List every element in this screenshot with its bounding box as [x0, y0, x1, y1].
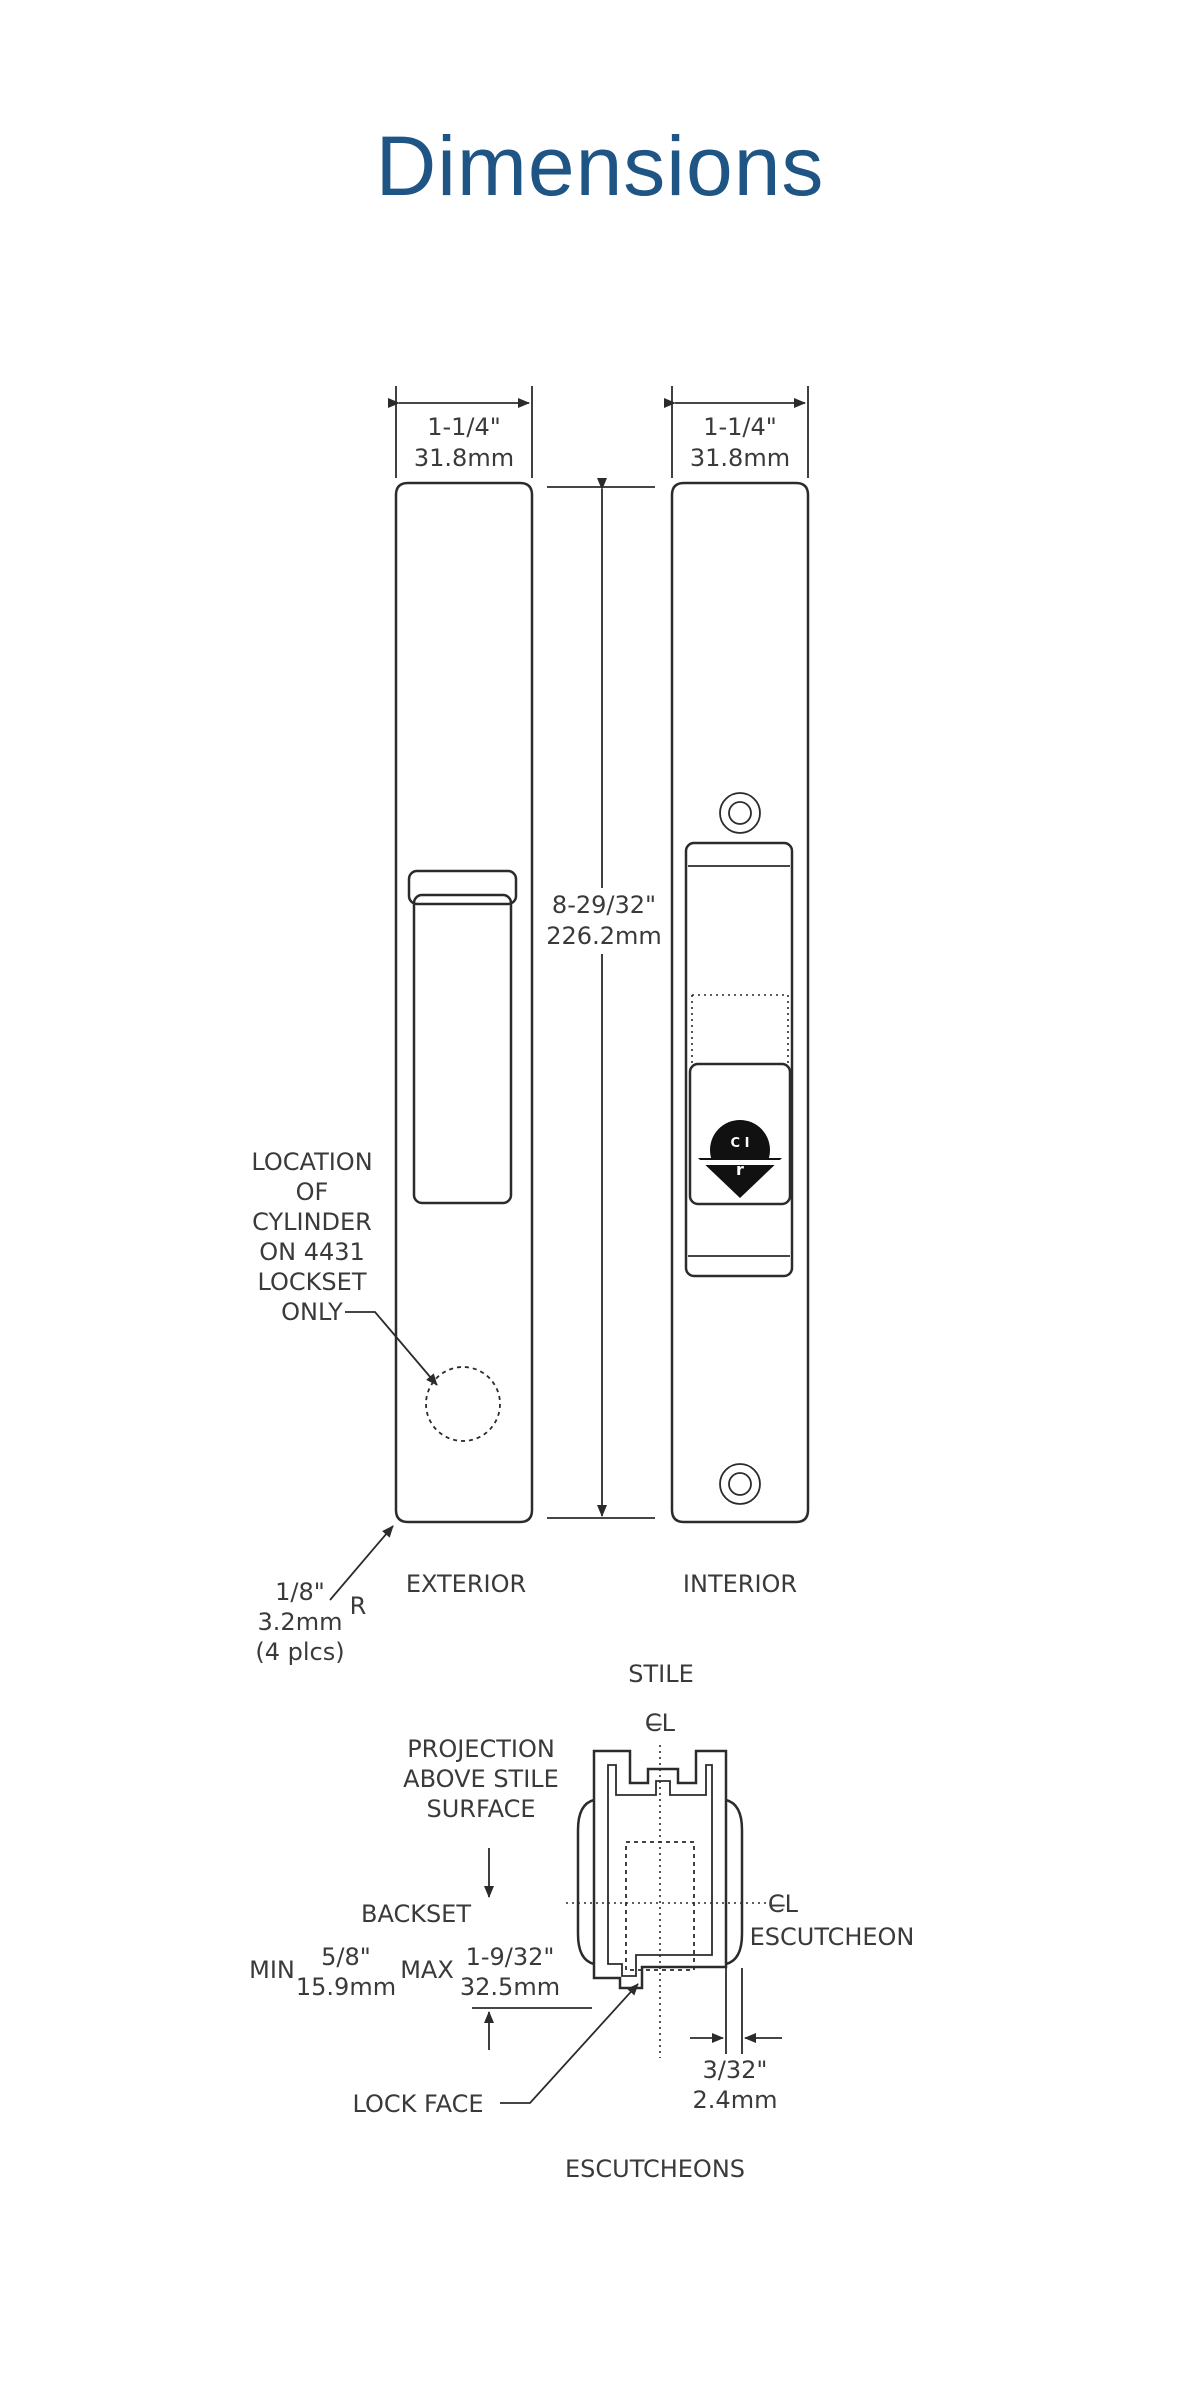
backset-label: BACKSET: [361, 1900, 471, 1928]
radius-r: R: [350, 1592, 367, 1620]
cylinder-note-line-4: ON 4431: [259, 1238, 365, 1266]
latch-lever: [688, 1062, 792, 1206]
height-mm: 226.2mm: [546, 922, 661, 950]
cylinder-location-circle: [425, 1366, 501, 1442]
exterior-width-dimension: 1-1/4" 31.8mm: [388, 386, 533, 478]
escutcheon-section: STILE C̶L C̶L ESCUTCHEON PROJECTION ABOV…: [249, 1660, 914, 2183]
exterior-width-inch: 1-1/4": [427, 413, 501, 441]
bottom-screw: [719, 1463, 761, 1505]
exterior-plate: [394, 481, 534, 1524]
backset-min-inch: 5/8": [321, 1943, 371, 1971]
cylinder-note-line-5: LOCKSET: [258, 1268, 367, 1296]
interior-handle: [684, 841, 794, 1278]
exterior-handle-recess: [412, 893, 513, 1205]
radius-inch: 1/8": [275, 1578, 325, 1606]
backset-min-label: MIN: [249, 1956, 295, 1984]
svg-text:r: r: [736, 1160, 744, 1179]
interior-width-dimension: 1-1/4" 31.8mm: [664, 386, 809, 478]
cylinder-note-line-2: OF: [296, 1178, 329, 1206]
radius-places: (4 plcs): [255, 1638, 344, 1666]
cylinder-note-line-6: ONLY: [281, 1298, 343, 1326]
exterior-width-mm: 31.8mm: [414, 444, 514, 472]
backset-max-mm: 32.5mm: [460, 1973, 560, 2001]
stile-label: STILE: [628, 1660, 694, 1688]
interior-width-mm: 31.8mm: [690, 444, 790, 472]
exterior-label: EXTERIOR: [406, 1570, 526, 1598]
gap-inch: 3/32": [703, 2056, 768, 2084]
interior-plate: C I r: [670, 481, 810, 1524]
projection-line-3: SURFACE: [427, 1795, 536, 1823]
escutcheons-caption: ESCUTCHEONS: [565, 2155, 745, 2183]
page-title: Dimensions: [375, 119, 825, 213]
backset-max-label: MAX: [400, 1956, 454, 1984]
cylinder-callout: LOCATION OF CYLINDER ON 4431 LOCKSET ONL…: [251, 1148, 438, 1386]
cylinder-note-line-3: CYLINDER: [252, 1208, 372, 1236]
cylinder-note-line-1: LOCATION: [251, 1148, 372, 1176]
radius-callout: 1/8" 3.2mm (4 plcs) R: [255, 1525, 394, 1666]
interior-width-inch: 1-1/4": [703, 413, 777, 441]
radius-mm: 3.2mm: [258, 1608, 343, 1636]
height-dimension: 8-29/32" 226.2mm: [540, 478, 665, 1519]
svg-text:C I: C I: [731, 1136, 750, 1151]
projection-line-2: ABOVE STILE: [403, 1765, 559, 1793]
projection-line-1: PROJECTION: [407, 1735, 555, 1763]
gap-mm: 2.4mm: [693, 2086, 778, 2114]
backset-min-mm: 15.9mm: [296, 1973, 396, 2001]
escutcheon-label: ESCUTCHEON: [750, 1923, 915, 1951]
escutcheon-left: [576, 1798, 595, 1966]
stile-centerline-symbol: C̶L: [645, 1709, 676, 1737]
escutcheon-centerline-symbol: C̶L: [768, 1890, 799, 1918]
height-inch: 8-29/32": [552, 891, 656, 919]
logo-icon: C I r: [698, 1120, 782, 1198]
top-screw: [719, 792, 761, 834]
interior-label: INTERIOR: [683, 1570, 797, 1598]
backset-max-inch: 1-9/32": [466, 1943, 555, 1971]
escutcheon-right: [725, 1798, 744, 1966]
lock-face-label: LOCK FACE: [352, 2090, 483, 2118]
